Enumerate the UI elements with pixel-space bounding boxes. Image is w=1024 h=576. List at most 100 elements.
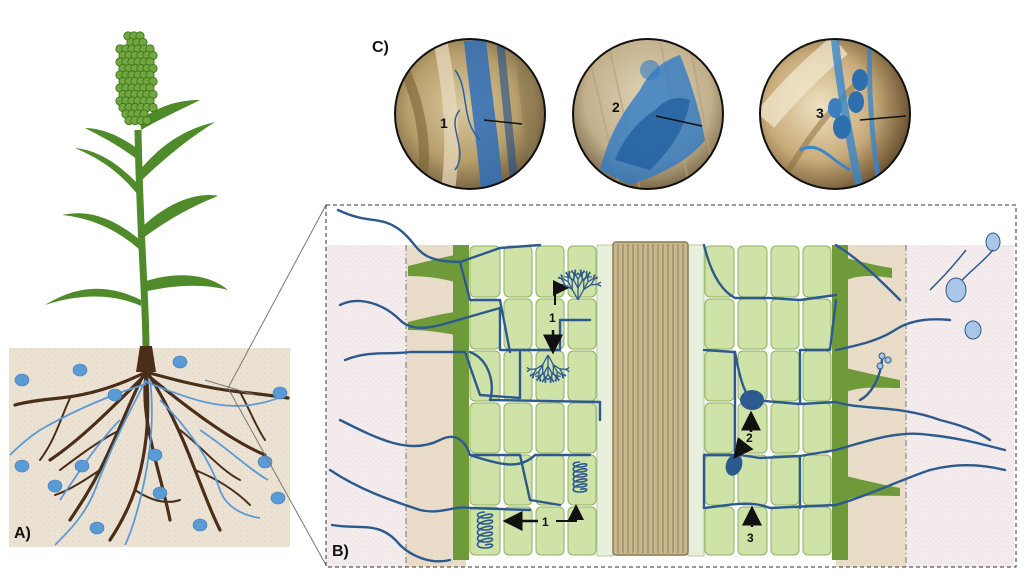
arbuscule-branch (554, 376, 558, 382)
cortex-cell (704, 245, 735, 298)
root-hair (408, 312, 455, 335)
hypha (702, 350, 737, 510)
cortex-cell (567, 245, 597, 298)
spore (14, 373, 30, 387)
root (134, 489, 181, 503)
arbuscule-branch (565, 368, 570, 373)
spore-icon (876, 232, 1001, 370)
endodermis-left (596, 244, 614, 557)
hypha (338, 418, 562, 507)
arbuscule-branch (574, 273, 579, 280)
cortex-cell (567, 298, 597, 350)
spore (172, 355, 188, 369)
cortex-cell (802, 245, 832, 298)
arbuscule-branch (577, 280, 583, 289)
hypha (458, 260, 512, 354)
cortex-cell (704, 350, 735, 402)
spore (272, 386, 288, 400)
cortex-cell (503, 506, 533, 556)
cortex-cell (503, 245, 533, 298)
root (59, 429, 121, 471)
arbuscule-branch (559, 368, 564, 375)
spore (14, 459, 30, 473)
root (13, 370, 148, 407)
cortex-cell (567, 350, 597, 402)
annotation-arrows: 1 1 2 3 (502, 280, 762, 545)
panel-c-label: C) (372, 39, 389, 56)
arbuscule-branch (538, 364, 544, 372)
arbuscule-branch (560, 274, 564, 279)
cortex-cell (704, 298, 735, 350)
arbuscule-branch (573, 280, 579, 289)
spore (107, 388, 123, 402)
root (48, 372, 148, 462)
micrograph-1-label: 1 (440, 115, 448, 131)
hypha (468, 350, 602, 422)
grain (148, 102, 158, 113)
arbuscule-branch (547, 354, 554, 365)
arbuscule-branch (556, 375, 560, 380)
soil-hyphae (9, 379, 286, 546)
spore (74, 459, 90, 473)
arbuscule-branch (551, 372, 557, 377)
cortex-cell (770, 245, 800, 298)
hypha (468, 453, 592, 466)
hypha (343, 350, 522, 400)
root-system-icon (13, 368, 290, 542)
hypha (338, 299, 592, 352)
sorghum-plant-icon (45, 31, 228, 372)
arbuscule-branch (587, 277, 594, 283)
micrograph-2-label: 2 (612, 99, 620, 115)
arbuscule-branch (556, 371, 563, 376)
hyphal-coil (572, 461, 588, 493)
panicle (115, 31, 158, 126)
root (194, 469, 251, 506)
hypha (199, 429, 269, 481)
micrograph-2: 2 (572, 38, 724, 190)
arbuscule-branch (561, 374, 565, 379)
arbuscule-branch (547, 373, 552, 380)
arbuscule-branch (580, 270, 586, 275)
root (68, 368, 148, 522)
arrow-1-top-label: 1 (549, 311, 556, 325)
spore (270, 491, 286, 505)
hypha (159, 399, 261, 519)
hypha (124, 379, 153, 546)
cortex-cell (535, 454, 565, 506)
cortex-cell (802, 350, 832, 402)
spore (89, 521, 105, 535)
cortex-cell (802, 402, 832, 454)
cortex-cell (503, 454, 533, 506)
arbuscule-branch (571, 289, 579, 301)
cortex-cell (567, 454, 597, 506)
root (54, 469, 101, 496)
cortex-cell (704, 506, 735, 556)
panel-b-frame (325, 204, 1017, 568)
arbuscule-branch (581, 276, 588, 281)
micrograph-1: 1 (394, 38, 546, 190)
cortex-cell (535, 245, 565, 298)
root (39, 397, 71, 461)
spore (147, 448, 163, 462)
arbuscule-branch (542, 354, 549, 365)
arbuscule-branch (539, 372, 545, 377)
arbuscule-branch (596, 283, 602, 287)
cortex-cell (567, 506, 597, 556)
vesicle-icon (725, 390, 764, 476)
spore (192, 518, 208, 532)
panel-a: A) (9, 31, 290, 547)
hypha (702, 463, 1007, 510)
hypha (834, 243, 902, 302)
cortex-cell (802, 506, 832, 556)
grain (142, 115, 152, 126)
arbuscule-branch (552, 364, 558, 372)
zoom-lines (204, 204, 327, 566)
micrograph-3-label: 3 (816, 105, 824, 121)
arrow-3-label: 3 (747, 531, 754, 545)
hyphal-coils (476, 461, 588, 549)
cortex-cell (770, 350, 800, 402)
soil-spores (14, 355, 288, 535)
arbuscule-branch (568, 276, 575, 281)
root-hair (846, 368, 900, 392)
